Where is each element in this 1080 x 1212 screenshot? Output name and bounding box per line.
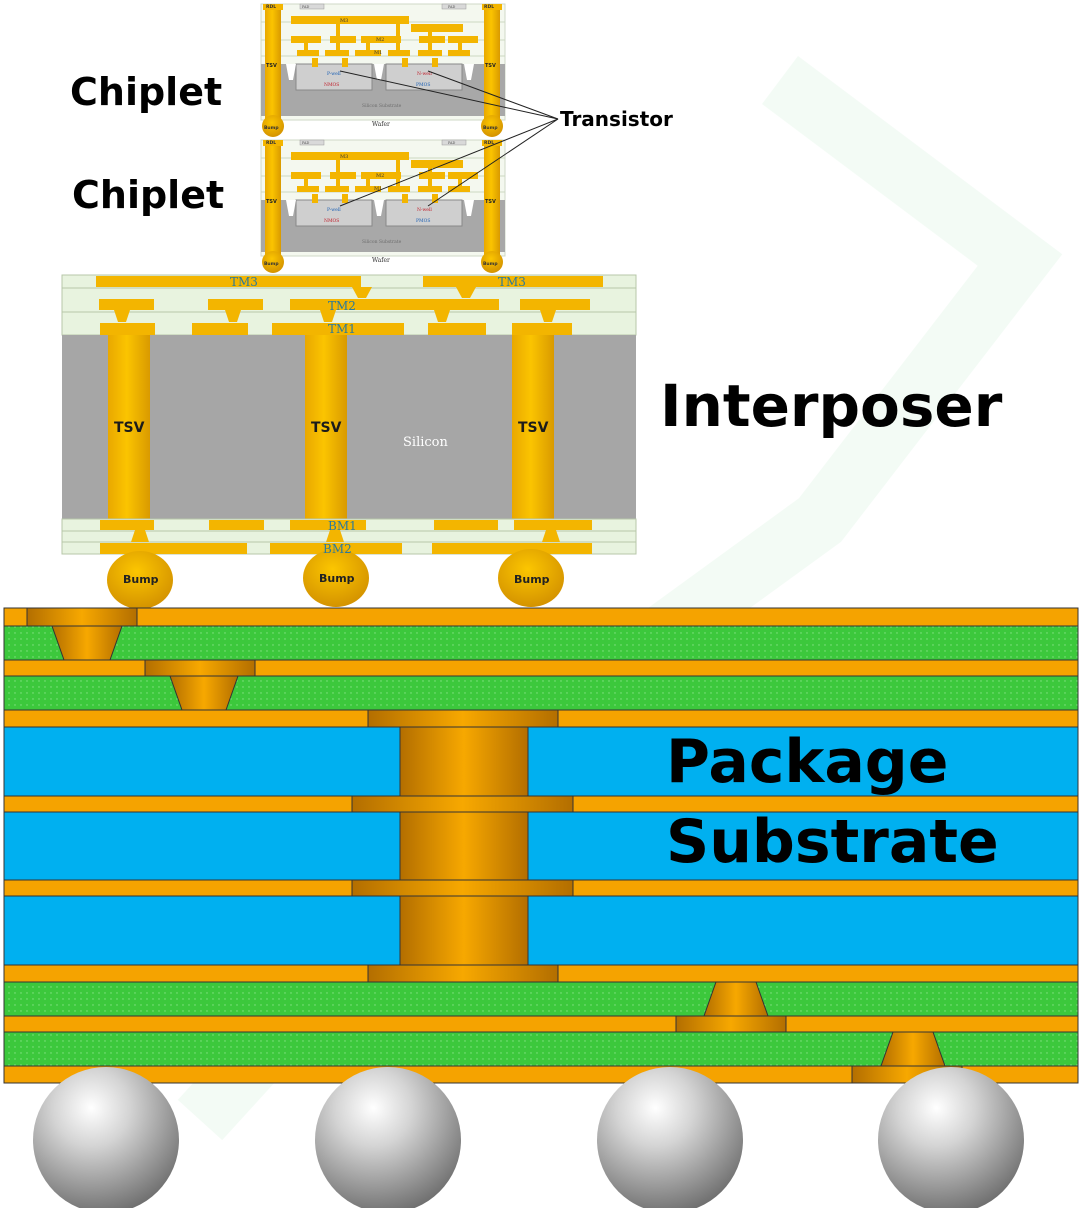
chiplet-top-m1: M1 bbox=[374, 50, 382, 56]
chiplet-bottom-wafer: Wafer bbox=[372, 257, 390, 264]
chiplet-top-tsv-left: TSV bbox=[266, 63, 277, 69]
interposer-bm2-label: BM2 bbox=[323, 542, 352, 556]
interposer-tsv-right-label: TSV bbox=[518, 420, 549, 436]
interposer-tm3-left-label: TM3 bbox=[230, 275, 258, 289]
chiplet-top-pad-right: PAD bbox=[448, 5, 456, 9]
chiplet-top-pad-left: PAD bbox=[302, 5, 310, 9]
chiplet-top-bump-right: Bump bbox=[483, 125, 498, 131]
solder-balls bbox=[33, 1067, 1024, 1212]
chiplet-bottom-nwell: N-well bbox=[417, 207, 432, 213]
chiplet-top-nmos: NMOS bbox=[324, 82, 339, 88]
interposer-tm1-label: TM1 bbox=[328, 322, 356, 336]
chiplet-bottom-rdl-right: RDL bbox=[484, 140, 494, 146]
chiplet-bottom-m2: M2 bbox=[376, 173, 384, 179]
chiplet-bottom-tsv-right: TSV bbox=[485, 199, 496, 205]
chiplet-top-nwell: N-well bbox=[417, 71, 432, 77]
interposer-label: Interposer bbox=[660, 372, 1003, 440]
package-label-line1: Package bbox=[666, 727, 949, 797]
chiplet-top-bump-left: Bump bbox=[264, 125, 279, 131]
package-label-line2: Substrate bbox=[666, 807, 999, 877]
chiplet-top-label: Chiplet bbox=[70, 70, 223, 114]
transistor-label: Transistor bbox=[560, 107, 673, 131]
package-substrate-label: Package Substrate bbox=[666, 722, 999, 882]
chiplet-bottom-substrate: Silicon Substrate bbox=[362, 239, 402, 245]
package-substrate bbox=[3, 607, 1079, 1084]
chiplet-bottom-pwell: P-well bbox=[327, 207, 341, 213]
chiplet-top: RDL RDL PAD PAD M3 M2 M1 TSV TSV P-well … bbox=[260, 3, 506, 138]
chiplet-bottom-rdl-left: RDL bbox=[266, 140, 276, 146]
chiplet-bottom-label: Chiplet bbox=[72, 173, 225, 217]
chiplet-bottom-bump-right: Bump bbox=[483, 261, 498, 267]
chiplet-top-pmos: PMOS bbox=[416, 82, 430, 88]
chiplet-bottom-bump-left: Bump bbox=[264, 261, 279, 267]
chiplet-bottom-m1: M1 bbox=[374, 186, 382, 192]
chiplet-top-wafer: Wafer bbox=[372, 121, 390, 128]
solder-ball-2 bbox=[315, 1067, 461, 1212]
chiplet-bottom: RDL RDL PAD PAD M3 M2 M1 TSV TSV P-well … bbox=[260, 139, 506, 274]
chiplet-bottom-pmos: PMOS bbox=[416, 218, 430, 224]
solder-ball-4 bbox=[878, 1067, 1024, 1212]
chiplet-top-pwell: P-well bbox=[327, 71, 341, 77]
chiplet-bottom-nmos: NMOS bbox=[324, 218, 339, 224]
chiplet-top-substrate: Silicon Substrate bbox=[362, 103, 402, 109]
chiplet-top-m3: M3 bbox=[340, 18, 348, 24]
interposer-tsv-mid-label: TSV bbox=[311, 420, 342, 436]
chiplet-top-tsv-right: TSV bbox=[485, 63, 496, 69]
solder-ball-3 bbox=[597, 1067, 743, 1212]
interposer-tsv-left-label: TSV bbox=[114, 420, 145, 436]
transistor-callout-lines bbox=[339, 70, 559, 207]
chiplet-top-m2: M2 bbox=[376, 37, 384, 43]
interposer-bump-right-label: Bump bbox=[514, 573, 550, 586]
solder-ball-1 bbox=[33, 1067, 179, 1212]
chiplet-top-rdl-left: RDL bbox=[266, 4, 276, 10]
interposer-tm2-label: TM2 bbox=[328, 299, 356, 313]
chiplet-bottom-pad-left: PAD bbox=[302, 141, 310, 145]
chiplet-top-rdl-right: RDL bbox=[484, 4, 494, 10]
interposer: TM3 TM3 TM2 TM1 TSV TSV TSV Silicon BM1 … bbox=[61, 274, 637, 609]
chiplet-bottom-tsv-left: TSV bbox=[266, 199, 277, 205]
interposer-bump-left-label: Bump bbox=[123, 573, 159, 586]
interposer-bump-mid-label: Bump bbox=[319, 572, 355, 585]
interposer-tm3-right-label: TM3 bbox=[498, 275, 526, 289]
chiplet-bottom-pad-right: PAD bbox=[448, 141, 456, 145]
interposer-bm1-label: BM1 bbox=[328, 519, 357, 533]
chiplet-bottom-m3: M3 bbox=[340, 154, 348, 160]
interposer-silicon-label: Silicon bbox=[403, 435, 448, 450]
